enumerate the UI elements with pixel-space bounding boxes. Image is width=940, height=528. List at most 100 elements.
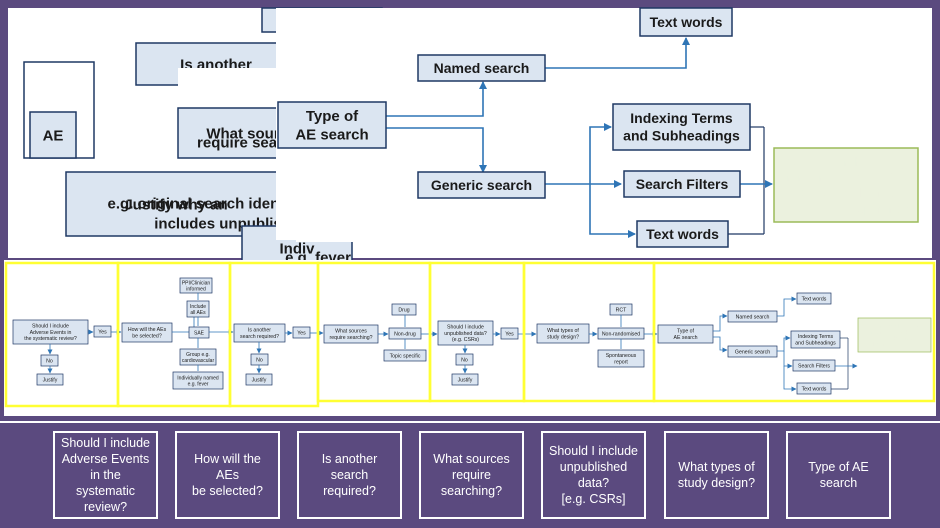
node-box — [500, 327, 519, 340]
overview-filters: Search Filters — [792, 359, 836, 372]
step-card[interactable]: How will the AEs be selected? — [175, 431, 280, 519]
node-box — [597, 349, 645, 368]
node-box — [536, 323, 590, 344]
node-box — [727, 310, 778, 323]
overview-sae: SAE — [188, 326, 210, 339]
band-divider — [0, 421, 940, 423]
node-box — [773, 147, 919, 223]
node-box — [40, 354, 59, 367]
node-box — [857, 317, 932, 353]
node-box — [29, 111, 77, 159]
step-card[interactable]: Type of AE search — [786, 431, 891, 519]
overview-no3: No — [250, 353, 269, 366]
node-box — [172, 371, 224, 390]
overview-named: Named search — [727, 310, 778, 323]
node-box — [121, 322, 173, 343]
overview-no3: No — [256, 357, 263, 363]
node-box — [790, 330, 841, 349]
node-box — [796, 292, 832, 305]
node-text-words-top: Text words — [639, 7, 733, 37]
overview-rct: RCT — [609, 303, 633, 316]
overview-yes1: Yes — [98, 329, 107, 335]
overview-justify1: Justify — [43, 377, 58, 383]
overview-justify3: Justify — [245, 373, 273, 386]
node-box — [437, 320, 494, 346]
fragment-indiv: Indiv — [279, 240, 315, 257]
node-text-words-bottom: Text words — [646, 226, 719, 242]
overview-yes3: Yes — [297, 330, 306, 336]
highlight-frame — [652, 261, 936, 403]
zoom-focus-overlay-2 — [178, 68, 288, 104]
overview-no1: No — [46, 358, 53, 364]
node-named-search: Named search — [417, 54, 546, 82]
overview-justify3: Justify — [252, 377, 267, 383]
node-box — [250, 353, 269, 366]
node-box — [417, 171, 546, 199]
node-box — [796, 382, 832, 395]
overview-group: Group e.g.cardiovascular — [182, 352, 215, 364]
node-box — [36, 373, 64, 386]
node-box — [639, 7, 733, 37]
node-box — [188, 326, 210, 339]
step-card[interactable]: What types of study design? — [664, 431, 769, 519]
overview-text-words-bottom: Text words — [796, 382, 832, 395]
overview-yes3: Yes — [292, 326, 311, 339]
overview-arrow — [783, 366, 797, 392]
zoom-focus-overlay-3 — [296, 232, 416, 242]
overview-non-drug: Non-drug — [388, 327, 422, 340]
arrow-to-indexing — [589, 123, 612, 184]
overview-arrow — [713, 336, 728, 353]
node-box — [93, 325, 112, 338]
overview-yes5: Yes — [505, 331, 514, 337]
node-box — [612, 103, 751, 151]
node-search-filters: Search Filters — [636, 176, 729, 192]
fragment-ae: AE — [43, 127, 64, 144]
fragment-require: require sear — [197, 134, 283, 151]
step-card[interactable]: Should I include unpublished data? [e.g.… — [541, 431, 646, 519]
overview-non-drug: Non-drug — [394, 331, 416, 337]
overview-sae: SAE — [194, 330, 205, 336]
overview-justify5: Justify — [451, 373, 479, 386]
fragment-ae: AE — [29, 111, 77, 159]
overview-group: Group e.g.cardiovascular — [179, 348, 217, 366]
node-box — [455, 353, 474, 366]
node-box — [727, 345, 778, 358]
step-card[interactable]: Should I include Adverse Events in the s… — [53, 431, 158, 519]
node-box — [12, 319, 89, 345]
node-text-words-bottom: Text words — [636, 220, 729, 248]
node-box — [792, 359, 836, 372]
overview-topic: Topic specific — [383, 349, 427, 362]
node-search-filters: Search Filters — [623, 170, 741, 198]
overview-drug: Drug — [391, 303, 417, 316]
overview-text-words-top: Text words — [802, 296, 827, 302]
overview-generic: Generic search — [735, 349, 770, 355]
step-card[interactable]: Is another search required? — [297, 431, 402, 519]
overview-no5: No — [455, 353, 474, 366]
overview-rct: RCT — [616, 307, 627, 313]
overview-filters: Search Filters — [798, 363, 830, 369]
step-card[interactable]: What sources require searching? — [419, 431, 524, 519]
fragment-what-sources: What sour — [206, 125, 279, 142]
arrow-named-to-textwords — [545, 37, 690, 69]
